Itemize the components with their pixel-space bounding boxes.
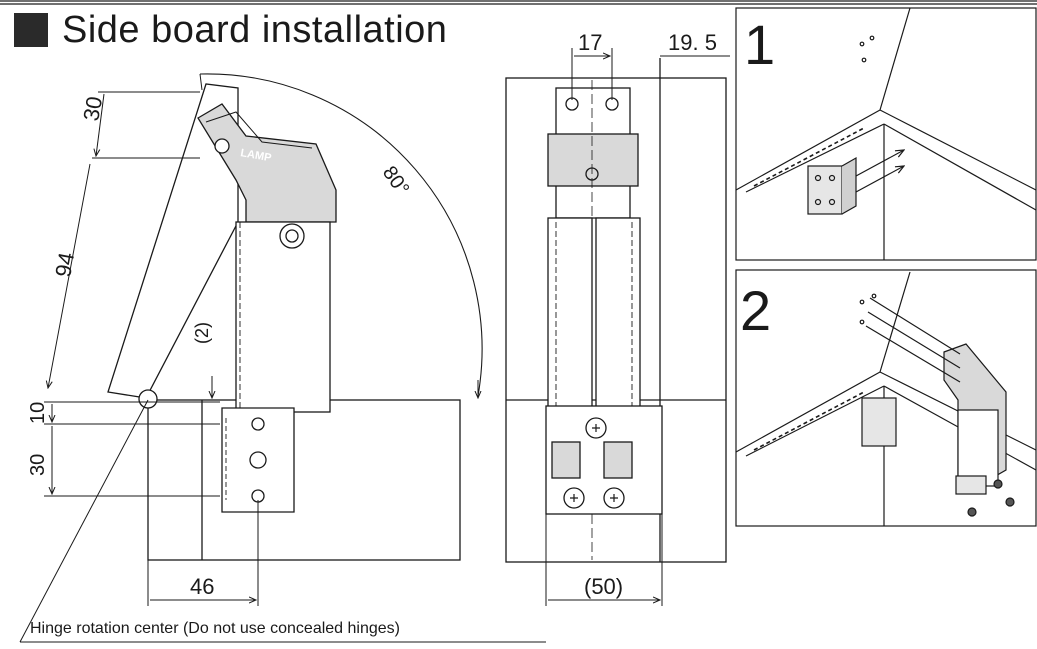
step-1-label: 1 [744, 13, 775, 76]
leader-line [19, 399, 149, 643]
title-text: Side board installation [62, 8, 448, 51]
rotation-center-caption: Hinge rotation center (Do not use concea… [30, 620, 400, 637]
front-hinge-arm-left [547, 217, 593, 413]
dim-19-5: 19. 5 [668, 30, 717, 55]
hinge-body [235, 221, 331, 413]
dim-80-angle: 80° [378, 162, 413, 199]
step-panel-1 [735, 7, 1037, 261]
side-view [19, 73, 546, 643]
side-dimensions [44, 91, 259, 606]
screw-icon [1005, 497, 1015, 507]
dim-2: (2) [192, 322, 212, 344]
brand-label: LAMP [239, 147, 272, 164]
dim-17: 17 [578, 30, 602, 55]
front-view [505, 58, 727, 563]
screw-icon [993, 479, 1003, 489]
dim-30-bottom: 30 [27, 454, 49, 476]
dim-94: 94 [50, 250, 79, 278]
front-board [505, 77, 727, 563]
top-border [0, 0, 1037, 5]
step-panel-2 [735, 269, 1037, 527]
rotation-center [138, 389, 158, 409]
page-title: Side board installation [14, 6, 447, 54]
lid-panel [107, 83, 239, 399]
rotation-arc [199, 73, 483, 397]
title-square-icon [14, 13, 48, 47]
screw-icon [967, 507, 977, 517]
step-2-label: 2 [740, 279, 771, 342]
dim-50: (50) [584, 574, 623, 599]
dim-30-top: 30 [78, 94, 107, 122]
dim-46: 46 [190, 574, 214, 599]
bracket-icon [861, 397, 897, 447]
dim-10: 10 [27, 402, 49, 424]
front-hinge-arm-right [595, 217, 641, 413]
hinge-arm [197, 103, 337, 223]
bracket-icon [807, 165, 843, 215]
mount-plate [221, 407, 295, 513]
front-dimensions [545, 48, 730, 606]
